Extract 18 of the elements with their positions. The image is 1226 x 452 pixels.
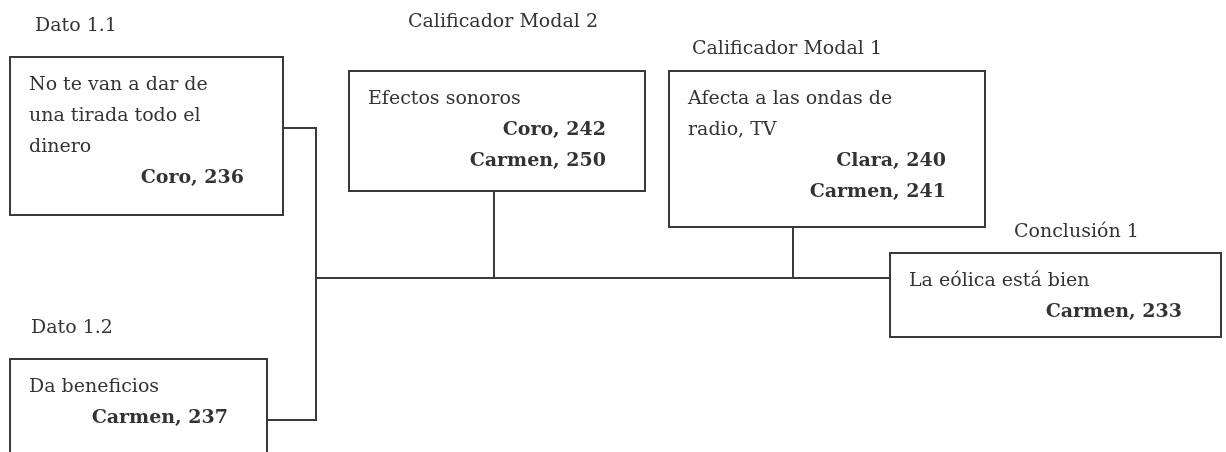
source-reference: Carmen, 241 <box>808 178 946 203</box>
source-reference: Clara, 240 <box>835 147 946 172</box>
box-text: La eólica está bien <box>909 267 1091 292</box>
box-heading: Dato 1.1 <box>35 12 117 36</box>
box-text: Da beneficios <box>29 373 161 398</box>
connector-line <box>792 227 890 279</box>
source-reference: Carmen, 233 <box>1044 298 1182 323</box>
source-reference: Coro, 242 <box>501 116 606 141</box>
box-heading: Dato 1.2 <box>31 314 113 338</box>
box-heading: Calificador Modal 1 <box>692 35 882 59</box>
box-text: Efectos sonoros <box>368 85 522 110</box>
box-text: Afecta a las ondas de radio, TV <box>688 85 894 141</box>
source-reference: Carmen, 250 <box>468 147 606 172</box>
box-heading: Conclusión 1 <box>1014 218 1139 242</box>
source-reference: Coro, 236 <box>139 164 244 189</box>
box-text: No te van a dar de una tirada todo el dinero <box>29 71 209 158</box>
source-reference: Carmen, 237 <box>90 404 228 429</box>
box-heading: Calificador Modal 2 <box>408 8 598 32</box>
